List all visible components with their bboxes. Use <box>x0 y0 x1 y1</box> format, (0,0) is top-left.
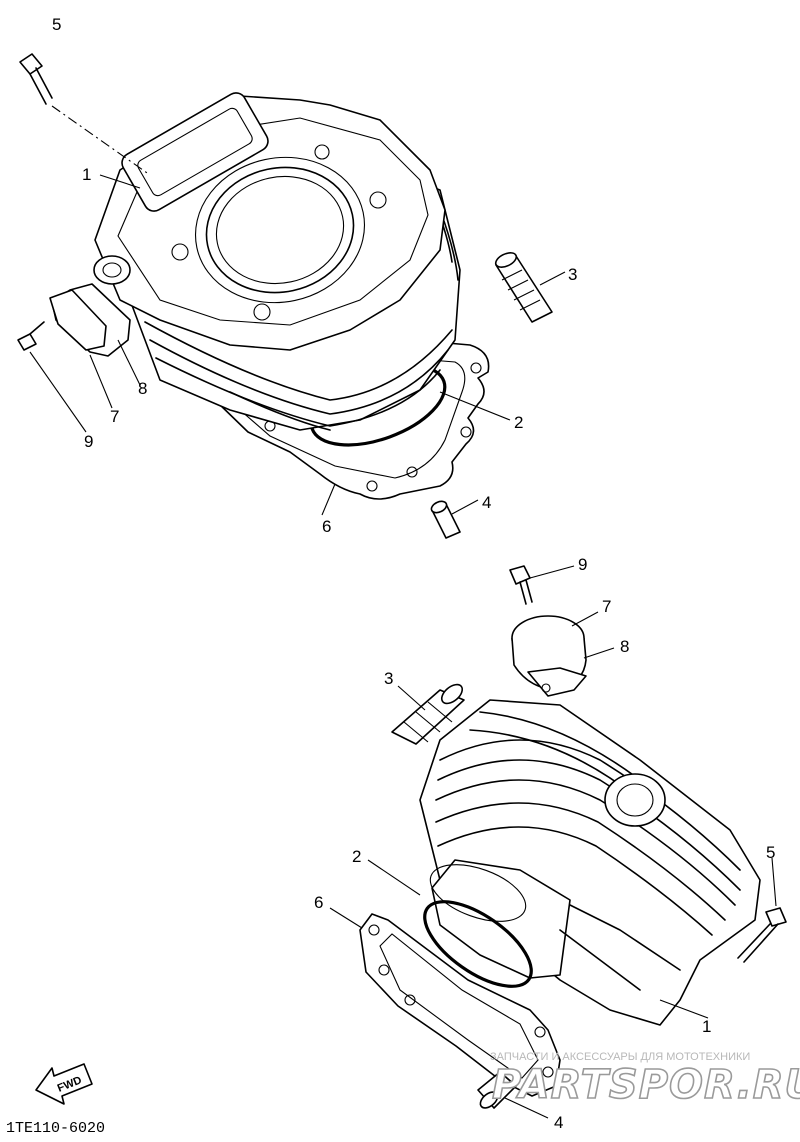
lower-callout-8: 8 <box>620 637 629 656</box>
lower-callout-2: 2 <box>352 847 361 866</box>
upper-callout-2: 2 <box>514 413 523 432</box>
lower-callout-5: 5 <box>766 843 775 862</box>
lower-cylinder-block <box>419 699 761 1026</box>
lower-base-gasket <box>359 913 561 1097</box>
lower-bolt-9 <box>509 565 533 605</box>
lower-assembly: 1 2 3 4 5 6 7 8 9 <box>314 555 787 1132</box>
lower-dowel-pin-4 <box>477 1071 517 1109</box>
lower-o-ring <box>423 900 533 988</box>
lower-dowel-pin-3 <box>391 683 465 745</box>
upper-callout-1: 1 <box>82 165 91 184</box>
upper-callout-3: 3 <box>568 265 577 284</box>
upper-callout-7: 7 <box>110 407 119 426</box>
upper-assembly: 1 2 3 4 5 6 7 8 9 <box>17 15 577 539</box>
lower-callout-1: 1 <box>702 1017 711 1036</box>
lower-callout-9: 9 <box>578 555 587 574</box>
upper-cylinder-block <box>93 92 461 431</box>
upper-callout-4: 4 <box>482 493 491 512</box>
lower-callout-4: 4 <box>554 1113 563 1132</box>
upper-callout-6: 6 <box>322 517 331 536</box>
upper-dowel-pin-3 <box>494 252 553 323</box>
upper-dowel-pin-4 <box>430 500 461 539</box>
watermark-caption: ЗАПЧАСТИ И АКСЕССУАРЫ ДЛЯ МОТОТЕХНИКИ <box>490 1051 750 1063</box>
upper-callout-5: 5 <box>52 15 61 34</box>
lower-callout-7: 7 <box>602 597 611 616</box>
lower-bolt-5 <box>737 907 787 963</box>
lower-callout-6: 6 <box>314 893 323 912</box>
watermark: ЗАПЧАСТИ И АКСЕССУАРЫ ДЛЯ МОТОТЕХНИКИ PA… <box>490 1051 800 1109</box>
upper-bolt-5 <box>19 53 151 176</box>
part-code: 1TE110-6020 <box>6 1120 105 1137</box>
fwd-arrow-icon: FWD <box>35 1063 93 1105</box>
lower-side-cover <box>511 615 587 697</box>
watermark-logo: PARTSPOR.RU <box>492 1062 800 1108</box>
upper-side-cover <box>17 283 131 357</box>
lower-callout-3: 3 <box>384 669 393 688</box>
upper-callout-9: 9 <box>84 432 93 451</box>
upper-callout-8: 8 <box>138 379 147 398</box>
